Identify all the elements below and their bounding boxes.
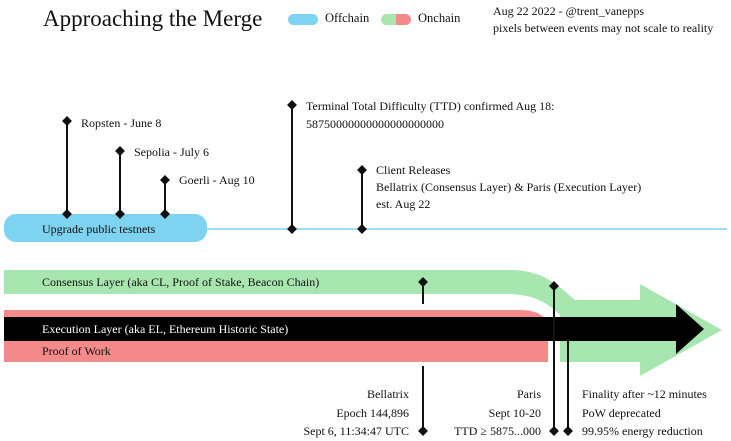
goerli-bottom-marker bbox=[160, 209, 170, 219]
execution-layer-label: Execution Layer (aka EL, Ethereum Histor… bbox=[42, 322, 289, 336]
client-release-bottom-marker bbox=[357, 224, 367, 234]
sepolia-top-marker bbox=[115, 146, 125, 156]
ropsten-top-marker bbox=[62, 116, 72, 126]
paris-bottom-marker bbox=[549, 426, 559, 436]
credit-line-1: Aug 22 2022 - @trent_vanepps bbox=[493, 4, 645, 18]
pow-label: Proof of Work bbox=[42, 344, 111, 358]
credit-line-2: pixels between events may not scale to r… bbox=[493, 21, 714, 35]
client-releases-line-1: Client Releases bbox=[376, 163, 451, 177]
client-release-top-marker bbox=[357, 165, 367, 175]
execution-layer-arrow bbox=[4, 304, 704, 354]
ttd-label-line-1: Terminal Total Difficulty (TTD) confirme… bbox=[306, 99, 555, 113]
bellatrix-label-line-2: Epoch 144,896 bbox=[336, 406, 409, 420]
ttd-bottom-marker bbox=[287, 224, 297, 234]
goerli-label: Goerli - Aug 10 bbox=[179, 173, 255, 187]
paris-label-line-2: Sept 10-20 bbox=[488, 406, 541, 420]
finality-label-line-1: Finality after ~12 minutes bbox=[582, 387, 707, 401]
paris-top-marker bbox=[549, 281, 559, 291]
client-releases-line-2: Bellatrix (Consensus Layer) & Paris (Exe… bbox=[376, 180, 642, 194]
testnets-band bbox=[4, 214, 207, 242]
ttd-label-line-2: 58750000000000000000000 bbox=[306, 117, 444, 131]
ropsten-label: Ropsten - June 8 bbox=[81, 116, 162, 130]
testnets-band-label: Upgrade public testnets bbox=[42, 222, 156, 236]
finality-label-line-2: PoW deprecated bbox=[582, 406, 661, 420]
sepolia-label: Sepolia - July 6 bbox=[134, 145, 209, 159]
client-releases-line-3: est. Aug 22 bbox=[376, 197, 431, 211]
offchain-legend-swatch bbox=[288, 14, 318, 25]
finality-bottom-marker bbox=[563, 426, 573, 436]
paris-label-line-1: Paris bbox=[517, 387, 541, 401]
consensus-layer-band bbox=[4, 270, 722, 376]
bellatrix-label-line-3: Sept 6, 11:34:47 UTC bbox=[303, 424, 409, 438]
bellatrix-bottom-marker bbox=[418, 426, 428, 436]
goerli-top-marker bbox=[160, 175, 170, 185]
offchain-legend-label: Offchain bbox=[325, 11, 370, 25]
paris-label-line-3: TTD ≥ 5875...000 bbox=[454, 424, 541, 438]
sepolia-bottom-marker bbox=[115, 209, 125, 219]
onchain-legend-swatch bbox=[381, 14, 411, 25]
bellatrix-top-marker bbox=[418, 277, 428, 287]
consensus-layer-label: Consensus Layer (aka CL, Proof of Stake,… bbox=[42, 275, 320, 289]
ropsten-bottom-marker bbox=[62, 209, 72, 219]
onchain-legend-label: Onchain bbox=[418, 11, 461, 25]
finality-label-line-3: 99.95% energy reduction bbox=[582, 424, 703, 438]
bellatrix-label-line-1: Bellatrix bbox=[367, 387, 409, 401]
page-title: Approaching the Merge bbox=[43, 6, 263, 31]
ttd-top-marker bbox=[287, 100, 297, 110]
